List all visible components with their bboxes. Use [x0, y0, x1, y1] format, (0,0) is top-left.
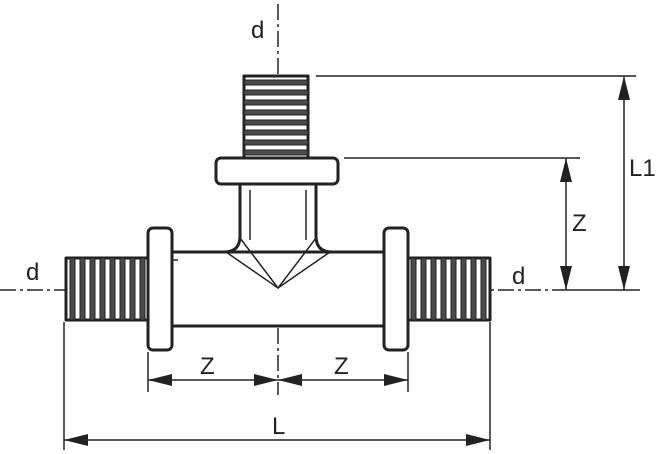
label-d-top: d: [251, 17, 264, 44]
left-spigot-ribs: [69, 257, 146, 321]
label-l1: L1: [629, 155, 656, 182]
l1-arrow-bottom: [618, 266, 630, 290]
l-arrow-right: [466, 434, 490, 446]
left-spigot: [64, 256, 150, 322]
tee-branch-body: [222, 182, 334, 254]
label-d-left: d: [26, 259, 39, 286]
label-z-right: Z: [334, 353, 349, 380]
z-vertical-arrow-bottom: [560, 266, 572, 290]
z-right-arrow-end: [384, 374, 408, 386]
top-spigot-ribs: [243, 79, 309, 156]
right-flange: [382, 226, 410, 352]
top-flange: [214, 156, 340, 186]
z-vertical-arrow-top: [560, 158, 572, 182]
right-spigot: [406, 256, 492, 322]
label-z-vertical: Z: [572, 210, 587, 237]
l1-arrow-top: [618, 76, 630, 100]
branch-cone-inner: [239, 237, 317, 290]
l-arrow-left: [64, 434, 88, 446]
z-left-arrow-end: [254, 374, 278, 386]
top-spigot: [242, 74, 310, 160]
label-l: L: [272, 413, 285, 440]
label-z-left: Z: [200, 353, 215, 380]
z-left-arrow-start: [148, 374, 172, 386]
left-flange: [146, 226, 174, 352]
right-spigot-ribs: [410, 257, 487, 321]
label-d-right: d: [512, 263, 525, 290]
z-right-arrow-start: [278, 374, 302, 386]
